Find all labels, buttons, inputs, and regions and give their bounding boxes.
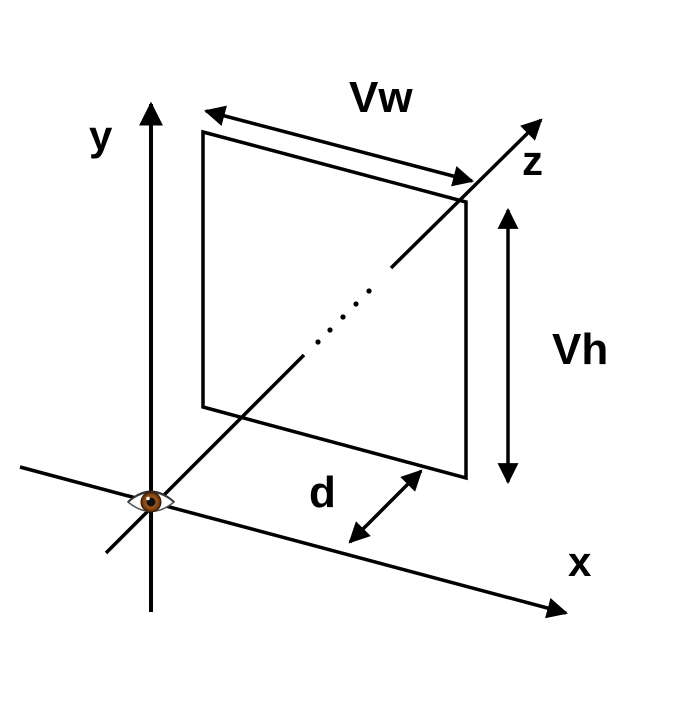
z-axis-far-segment — [389, 118, 543, 270]
z-axis-dotted-segment — [315, 288, 372, 345]
distance-label: d — [309, 468, 336, 517]
viewport-width-arrow — [203, 105, 475, 187]
viewport-width-label: Vw — [349, 73, 413, 122]
eye-icon — [126, 490, 176, 513]
z-axis-label: z — [522, 137, 543, 184]
z-axis-near-segment — [104, 353, 306, 555]
x-axis-label: x — [568, 538, 592, 585]
viewport-plane — [201, 129, 468, 481]
viewport-height-label: Vh — [552, 325, 608, 374]
distance-arrow — [348, 469, 423, 544]
x-axis — [19, 465, 569, 619]
y-axis-label: y — [89, 112, 113, 159]
